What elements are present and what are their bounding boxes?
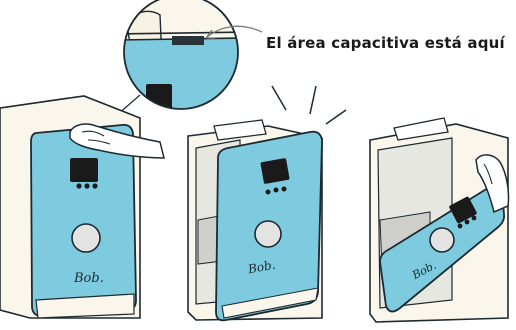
dishwasher-closed: Bob. [0,95,165,319]
brand-logo-2: Bob. [246,258,277,277]
display-panel-3 [449,196,477,224]
dishwasher-open: Bob. [369,117,510,323]
motion-lines-icon [271,85,347,125]
zoom-inset [93,0,239,136]
hand-icon [69,123,165,159]
round-button [71,223,101,253]
capacitive-area-icon [172,36,204,45]
callout-arrow [205,25,263,39]
display-panel-2 [260,158,290,184]
hand-icon-2 [475,154,510,214]
capacitive-area-label: El área capacitiva está aquí [266,34,505,52]
display-panel [70,158,98,182]
dishwasher-opening: Bob. [187,85,347,322]
brand-logo-1: Bob. [73,271,104,286]
